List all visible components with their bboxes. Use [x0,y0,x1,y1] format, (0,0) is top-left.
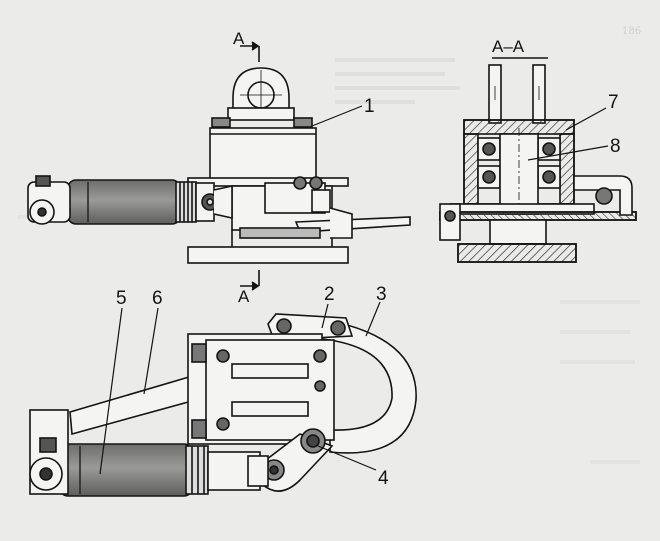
plan-view [29,313,417,497]
section-view [439,64,637,263]
callout-2: 2 [324,284,335,305]
callout-4: 4 [378,468,389,489]
callout-3: 3 [376,284,387,305]
callout-5: 5 [116,288,127,309]
callout-8: 8 [610,136,621,157]
page-marker: 186 [622,26,641,37]
section-cut-marks [240,41,260,291]
callout-6: 6 [152,288,163,309]
callout-leaders [99,105,609,475]
callout-7: 7 [608,92,619,113]
cut-mark-bottom-label: A [238,287,250,306]
callout-1: 1 [364,96,375,117]
cut-mark-top-label: A [233,29,245,48]
section-label: A–A [492,37,525,56]
front-view [27,67,411,264]
